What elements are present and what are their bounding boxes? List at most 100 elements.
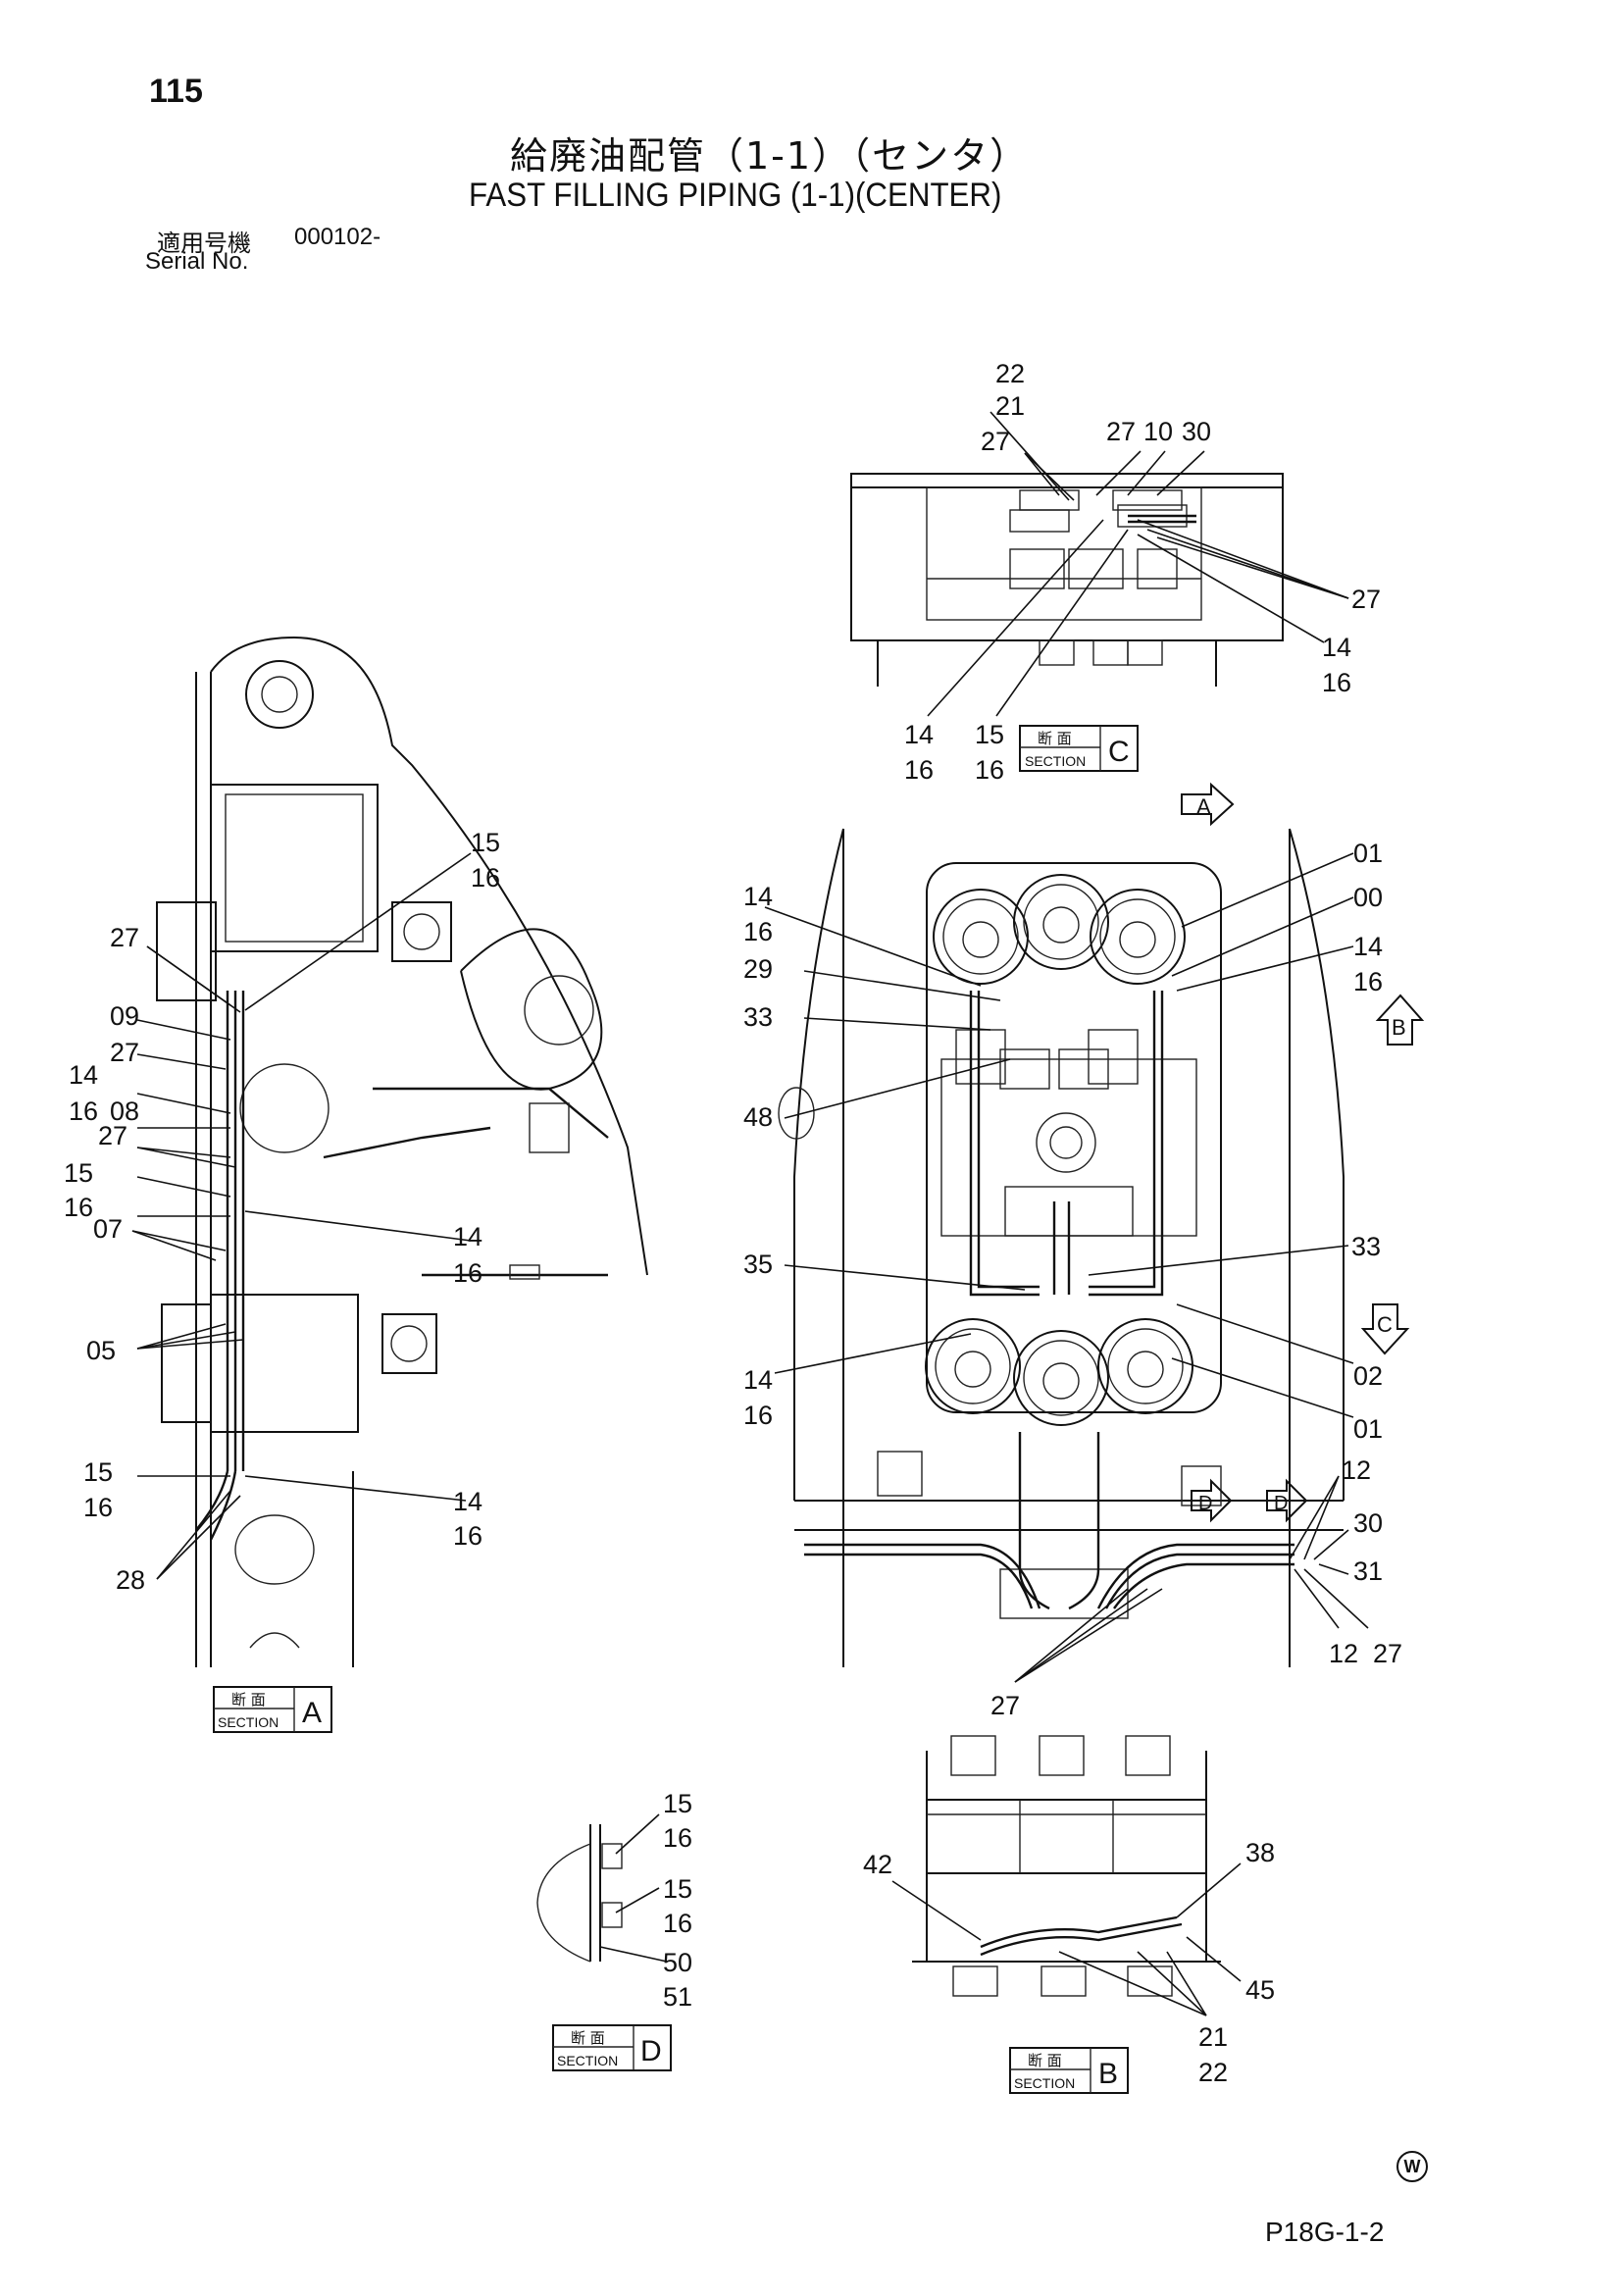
callout-16: 16: [743, 917, 773, 946]
view-arrow-b: B: [1375, 994, 1425, 1046]
section-a-callouts: 15 16 27 09 27 14 16 08 27 15 16 07 14 1…: [64, 828, 500, 1595]
page-title-japanese: 給廃油配管（1-1）（センタ）: [510, 134, 1030, 178]
callout-16: 16: [663, 1823, 692, 1853]
callout-16: 16: [975, 755, 1004, 785]
callout-33: 33: [743, 1002, 773, 1032]
view-arrow-d-right: D: [1266, 1478, 1308, 1523]
section-label-japanese: 断 面: [231, 1691, 266, 1709]
section-c-leaders: [927, 411, 1349, 717]
section-a-leaders: [131, 852, 472, 1580]
callout-27: 27: [990, 1691, 1020, 1720]
section-d-label: 断 面 SECTION D: [552, 2024, 672, 2071]
section-letter-a: A: [302, 1697, 322, 1729]
serial-label-english: Serial No.: [145, 248, 249, 275]
section-d-view: 15 16 15 16 50 51: [536, 1789, 692, 2012]
callout-21: 21: [1198, 2022, 1228, 2052]
callout-16: 16: [453, 1521, 482, 1551]
section-c-label: 断 面 SECTION C: [1019, 725, 1139, 772]
main-plan-motors: [925, 874, 1193, 1426]
callout-14: 14: [1353, 932, 1383, 961]
section-label-japanese: 断 面: [1028, 2052, 1062, 2069]
section-label-english: SECTION: [1014, 2075, 1075, 2091]
callout-51: 51: [663, 1982, 692, 2012]
serial-number-value: 000102-: [294, 224, 381, 250]
callout-27: 27: [1373, 1639, 1402, 1668]
callout-45: 45: [1245, 1975, 1275, 2005]
view-arrow-d-left: D: [1191, 1478, 1233, 1523]
callout-14: 14: [1322, 633, 1351, 662]
callout-15: 15: [83, 1457, 113, 1487]
callout-16: 16: [69, 1097, 98, 1126]
callout-22: 22: [995, 359, 1025, 388]
section-letter-c: C: [1108, 736, 1130, 768]
callout-16: 16: [471, 863, 500, 893]
section-label-english: SECTION: [1025, 753, 1086, 769]
section-a-pipes: [195, 991, 245, 1541]
callout-15: 15: [663, 1789, 692, 1818]
callout-16: 16: [743, 1401, 773, 1430]
callout-16: 16: [83, 1493, 113, 1522]
callout-05: 05: [86, 1336, 116, 1365]
callout-27: 27: [110, 923, 139, 952]
svg-text:B: B: [1392, 1015, 1406, 1040]
section-letter-b: B: [1098, 2058, 1118, 2090]
main-plan-pipes: [804, 991, 1294, 1610]
drum-opening: [239, 1063, 330, 1153]
callout-38: 38: [1245, 1838, 1275, 1867]
w-mark: W: [1396, 2151, 1428, 2182]
svg-text:A: A: [1196, 794, 1211, 819]
callout-16: 16: [453, 1258, 482, 1288]
svg-text:C: C: [1377, 1312, 1393, 1337]
callout-29: 29: [743, 954, 773, 984]
view-direction-arrows: A B C D D: [1181, 782, 1425, 1523]
callout-15: 15: [975, 720, 1004, 749]
callout-16: 16: [64, 1193, 93, 1222]
callout-14: 14: [743, 882, 773, 911]
callout-28: 28: [116, 1565, 145, 1595]
main-plan-callouts: 01 00 14 16 14 16 29 33 48 33 35 02 14 1…: [743, 839, 1402, 1720]
chassis-frame: [926, 862, 1222, 1413]
callout-30: 30: [1353, 1508, 1383, 1538]
callout-21: 21: [995, 391, 1025, 421]
callout-27: 27: [110, 1038, 139, 1067]
callout-14: 14: [69, 1060, 98, 1090]
callout-22: 22: [1198, 2058, 1228, 2087]
section-label-japanese: 断 面: [1038, 730, 1072, 747]
callout-33: 33: [1351, 1232, 1381, 1261]
callout-16: 16: [1322, 668, 1351, 697]
callout-27: 27: [98, 1121, 127, 1150]
section-label-english: SECTION: [557, 2053, 618, 2068]
callout-07: 07: [93, 1214, 123, 1244]
section-b-leaders: [891, 1862, 1242, 2016]
callout-42: 42: [863, 1850, 892, 1879]
section-letter-d: D: [640, 2035, 662, 2067]
callout-09: 09: [110, 1001, 139, 1031]
drawing-code: P18G-1-2: [1265, 2217, 1385, 2247]
main-plan-view: [778, 828, 1345, 1667]
callout-14: 14: [453, 1222, 482, 1251]
callout-02: 02: [1353, 1361, 1383, 1391]
callout-27: 27: [981, 427, 1010, 456]
section-c-view: [850, 473, 1284, 687]
section-a-label: 断 面 SECTION A: [213, 1686, 332, 1733]
section-a-view: [156, 636, 648, 1667]
upper-drum-housing: [210, 784, 379, 952]
callout-16: 16: [1353, 967, 1383, 996]
callout-15: 15: [64, 1158, 93, 1188]
view-arrow-a: A: [1181, 782, 1235, 827]
callout-14: 14: [904, 720, 934, 749]
page-number: 115: [149, 73, 203, 110]
callout-12: 12: [1329, 1639, 1358, 1668]
callout-16: 16: [904, 755, 934, 785]
callout-14: 14: [743, 1365, 773, 1395]
callout-30: 30: [1182, 417, 1211, 446]
callout-00: 00: [1353, 883, 1383, 912]
serial-label-japanese: 適用号機: [157, 230, 251, 257]
callout-01: 01: [1353, 839, 1383, 868]
callout-16: 16: [663, 1909, 692, 1938]
callout-14: 14: [453, 1487, 482, 1516]
svg-text:D: D: [1274, 1493, 1288, 1514]
callout-35: 35: [743, 1250, 773, 1279]
callout-08: 08: [110, 1097, 139, 1126]
